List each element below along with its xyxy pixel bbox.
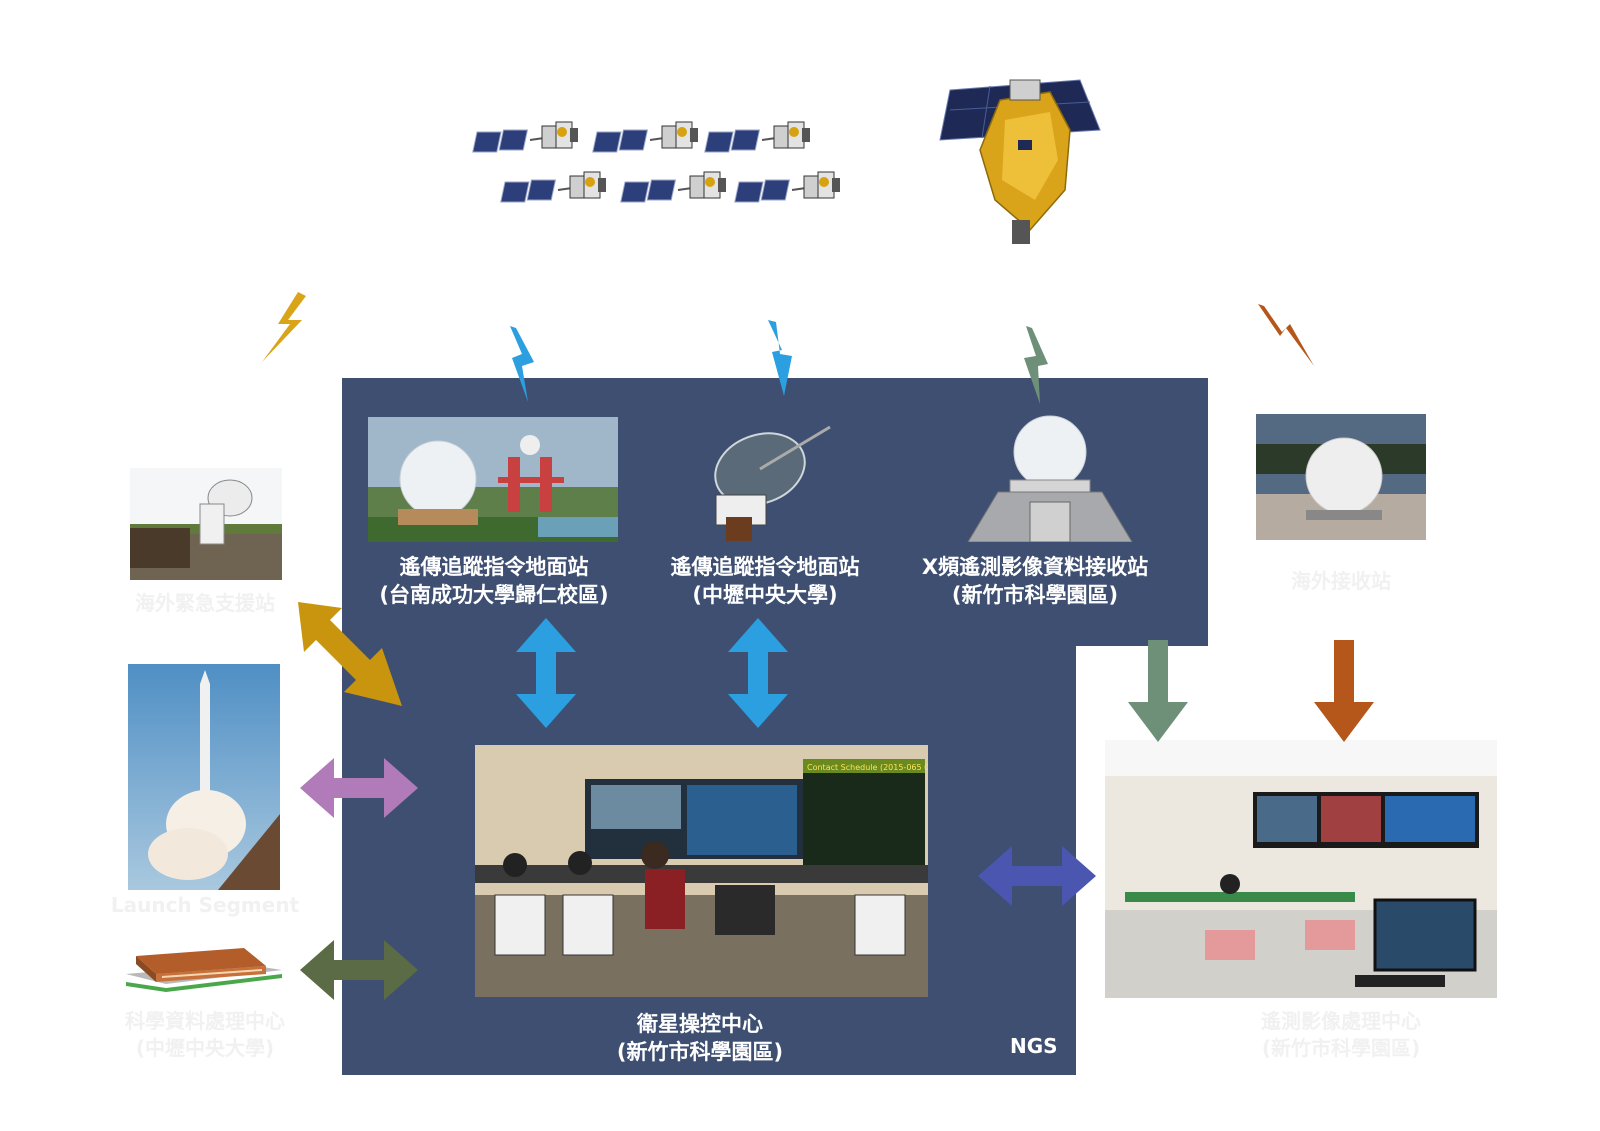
xband-station-photo [958, 412, 1138, 542]
double-arrow-icon-darkgreen [300, 940, 418, 1000]
overseas-emergency-photo [130, 468, 282, 580]
overseas-emergency-text: 海外緊急支援站 [135, 591, 275, 615]
zhongli-station-name: 遙傳追蹤指令地面站 [670, 555, 860, 579]
science-center-label: 科學資料處理中心 (中壢中央大學) [90, 1008, 320, 1062]
zhongli-station-label: 遙傳追蹤指令地面站 (中壢中央大學) [655, 553, 875, 609]
control-center-label: 衛星操控中心 (新竹市科學園區) [580, 1010, 820, 1066]
radome-icon [368, 417, 618, 542]
image-center-label: 遙測影像處理中心 (新竹市科學園區) [1206, 1008, 1476, 1062]
control-center-photo: Contact Schedule (2015-065 06:08:50) [475, 745, 928, 997]
overseas-receive-text: 海外接收站 [1291, 569, 1391, 593]
building-icon [126, 948, 282, 992]
ngs-tag: NGS [1010, 1034, 1058, 1058]
tainan-station-photo [368, 417, 618, 542]
double-arrow-icon-blue-2 [728, 618, 788, 728]
xband-station-label: X頻遙測影像資料接收站 (新竹市科學園區) [900, 553, 1170, 609]
lightning-icon-gold [262, 292, 306, 362]
overseas-receive-photo [1256, 414, 1426, 540]
schedule-title: Contact Schedule (2015-065 06:08:50) [807, 763, 928, 772]
lightning-icon-green [1024, 326, 1048, 404]
tainan-station-name: 遙傳追蹤指令地面站 [399, 555, 589, 579]
launch-segment-label: Launch Segment [100, 892, 310, 919]
image-center-location: (新竹市科學園區) [1261, 1036, 1421, 1060]
tainan-station-label: 遙傳追蹤指令地面站 (台南成功大學歸仁校區) [363, 553, 625, 609]
lightning-icon-brown [1258, 304, 1314, 366]
tainan-station-location: (台南成功大學歸仁校區) [379, 583, 609, 607]
rocket-launch-photo [128, 664, 280, 890]
overseas-receive-label: 海外接收站 [1236, 568, 1446, 595]
image-processing-center-photo [1105, 740, 1497, 998]
double-arrow-icon-gold [298, 602, 402, 706]
overseas-emergency-label: 海外緊急支援站 [100, 590, 310, 617]
down-arrow-icon-brown [1314, 640, 1374, 742]
control-center-location: (新竹市科學園區) [616, 1040, 784, 1064]
double-arrow-icon-indigo [978, 846, 1096, 906]
xband-station-location: (新竹市科學園區) [951, 583, 1119, 607]
double-arrow-icon-blue-1 [516, 618, 576, 728]
zhongli-station-photo [680, 417, 850, 542]
image-center-name: 遙測影像處理中心 [1261, 1009, 1421, 1033]
rocket-launch-icon [128, 664, 280, 890]
science-center-location: (中壢中央大學) [135, 1036, 275, 1060]
control-center-name: 衛星操控中心 [637, 1012, 763, 1036]
launch-segment-text: Launch Segment [110, 893, 300, 917]
double-arrow-icon-purple [300, 758, 418, 818]
small-satellite-constellation [471, 121, 841, 203]
dish-antenna-icon [130, 468, 282, 580]
zhongli-station-location: (中壢中央大學) [692, 583, 838, 607]
dish-antenna-icon [714, 425, 831, 541]
radome-icon [967, 415, 1133, 542]
science-center-name: 科學資料處理中心 [125, 1009, 285, 1033]
gold-satellite-icon [939, 79, 1101, 244]
xband-station-name: X頻遙測影像資料接收站 [921, 555, 1149, 579]
lightning-icon-blue-1 [510, 326, 534, 402]
radome-icon [1256, 414, 1426, 540]
lightning-icon-blue-2 [768, 320, 792, 396]
down-arrow-icon-green [1128, 640, 1188, 742]
